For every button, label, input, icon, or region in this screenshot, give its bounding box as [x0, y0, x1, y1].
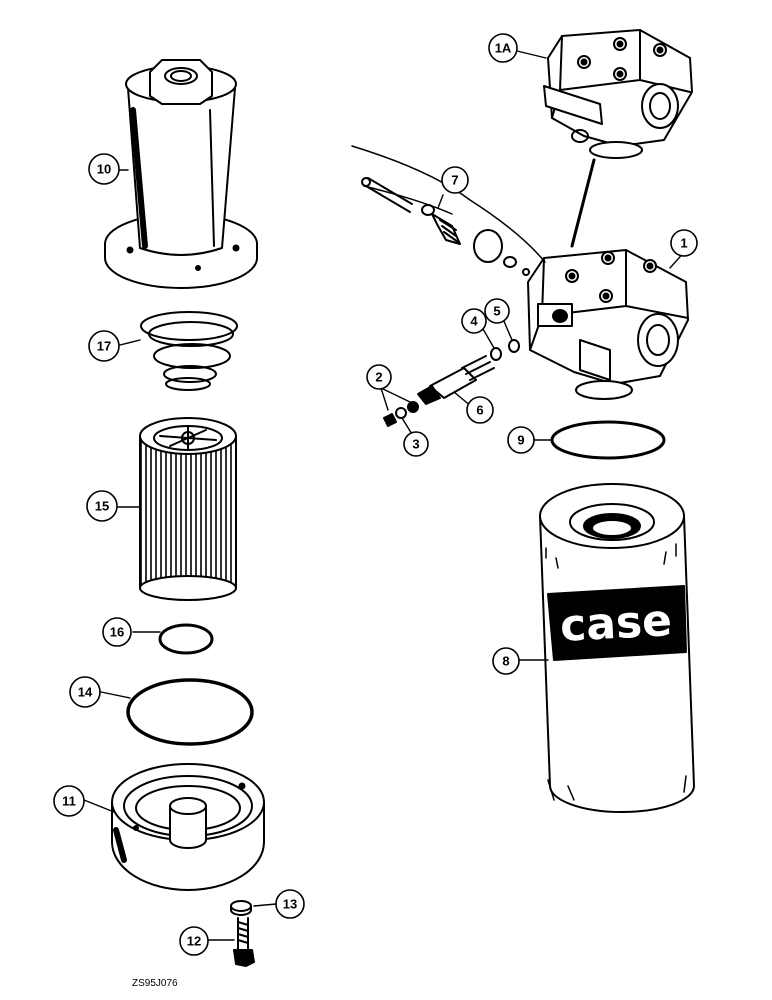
callout-7: 7	[441, 166, 469, 194]
callout-label: 1	[680, 236, 687, 251]
filter-canister-part-8	[539, 483, 695, 813]
callout-label: 15	[95, 499, 109, 514]
callout-9: 9	[507, 426, 535, 454]
figure-code: ZS95J076	[132, 978, 178, 989]
callout-1a: 1A	[488, 33, 518, 63]
bolt-part-12	[233, 917, 255, 967]
callout-3: 3	[403, 431, 429, 457]
filter-housing-part-10	[104, 59, 258, 289]
bypass-valve-part-7	[351, 145, 546, 276]
callout-label: 14	[78, 685, 93, 700]
callout-label: 8	[502, 654, 509, 669]
callout-1: 1	[670, 229, 698, 257]
callout-15: 15	[86, 490, 118, 522]
callout-label: 3	[412, 437, 419, 452]
callout-14: 14	[69, 676, 101, 708]
callout-label: 4	[470, 314, 478, 329]
callout-8: 8	[492, 647, 520, 675]
washer-part-3	[395, 407, 407, 419]
callout-label: 5	[493, 304, 500, 319]
callout-5: 5	[484, 298, 510, 324]
case-brand-logo: case	[559, 595, 673, 652]
callout-13: 13	[275, 889, 305, 919]
callout-label: 12	[187, 934, 201, 949]
callout-label: 10	[97, 162, 111, 177]
callout-label: 1A	[495, 41, 512, 56]
callout-10: 10	[88, 153, 120, 185]
o-ring-part-14	[126, 678, 254, 746]
callout-label: 6	[476, 403, 483, 418]
callout-label: 2	[375, 370, 382, 385]
callout-2: 2	[366, 364, 392, 390]
callout-11: 11	[53, 785, 85, 817]
callout-17: 17	[88, 330, 120, 362]
o-ring-part-16	[158, 623, 214, 655]
callout-label: 11	[62, 794, 76, 809]
manifold-head-part-1a	[543, 29, 693, 159]
spring-part-17	[140, 311, 238, 391]
o-ring-part-9	[550, 420, 666, 460]
callout-6: 6	[466, 396, 494, 424]
manifold-head-part-1	[527, 249, 689, 400]
o-ring-part-4	[490, 347, 502, 361]
callout-4: 4	[461, 308, 487, 334]
washer-part-13	[230, 900, 252, 916]
callout-label: 17	[97, 339, 111, 354]
callout-12: 12	[179, 926, 209, 956]
callout-label: 13	[283, 897, 297, 912]
o-ring-part-5	[508, 339, 520, 353]
filter-base-part-11	[111, 763, 265, 891]
callout-label: 7	[451, 173, 458, 188]
callout-16: 16	[102, 617, 132, 647]
pressure-switch-part-6	[417, 355, 495, 405]
callout-label: 9	[517, 433, 524, 448]
nut-part-2	[383, 401, 419, 427]
callout-label: 16	[110, 625, 124, 640]
filter-element-part-15	[139, 417, 237, 601]
